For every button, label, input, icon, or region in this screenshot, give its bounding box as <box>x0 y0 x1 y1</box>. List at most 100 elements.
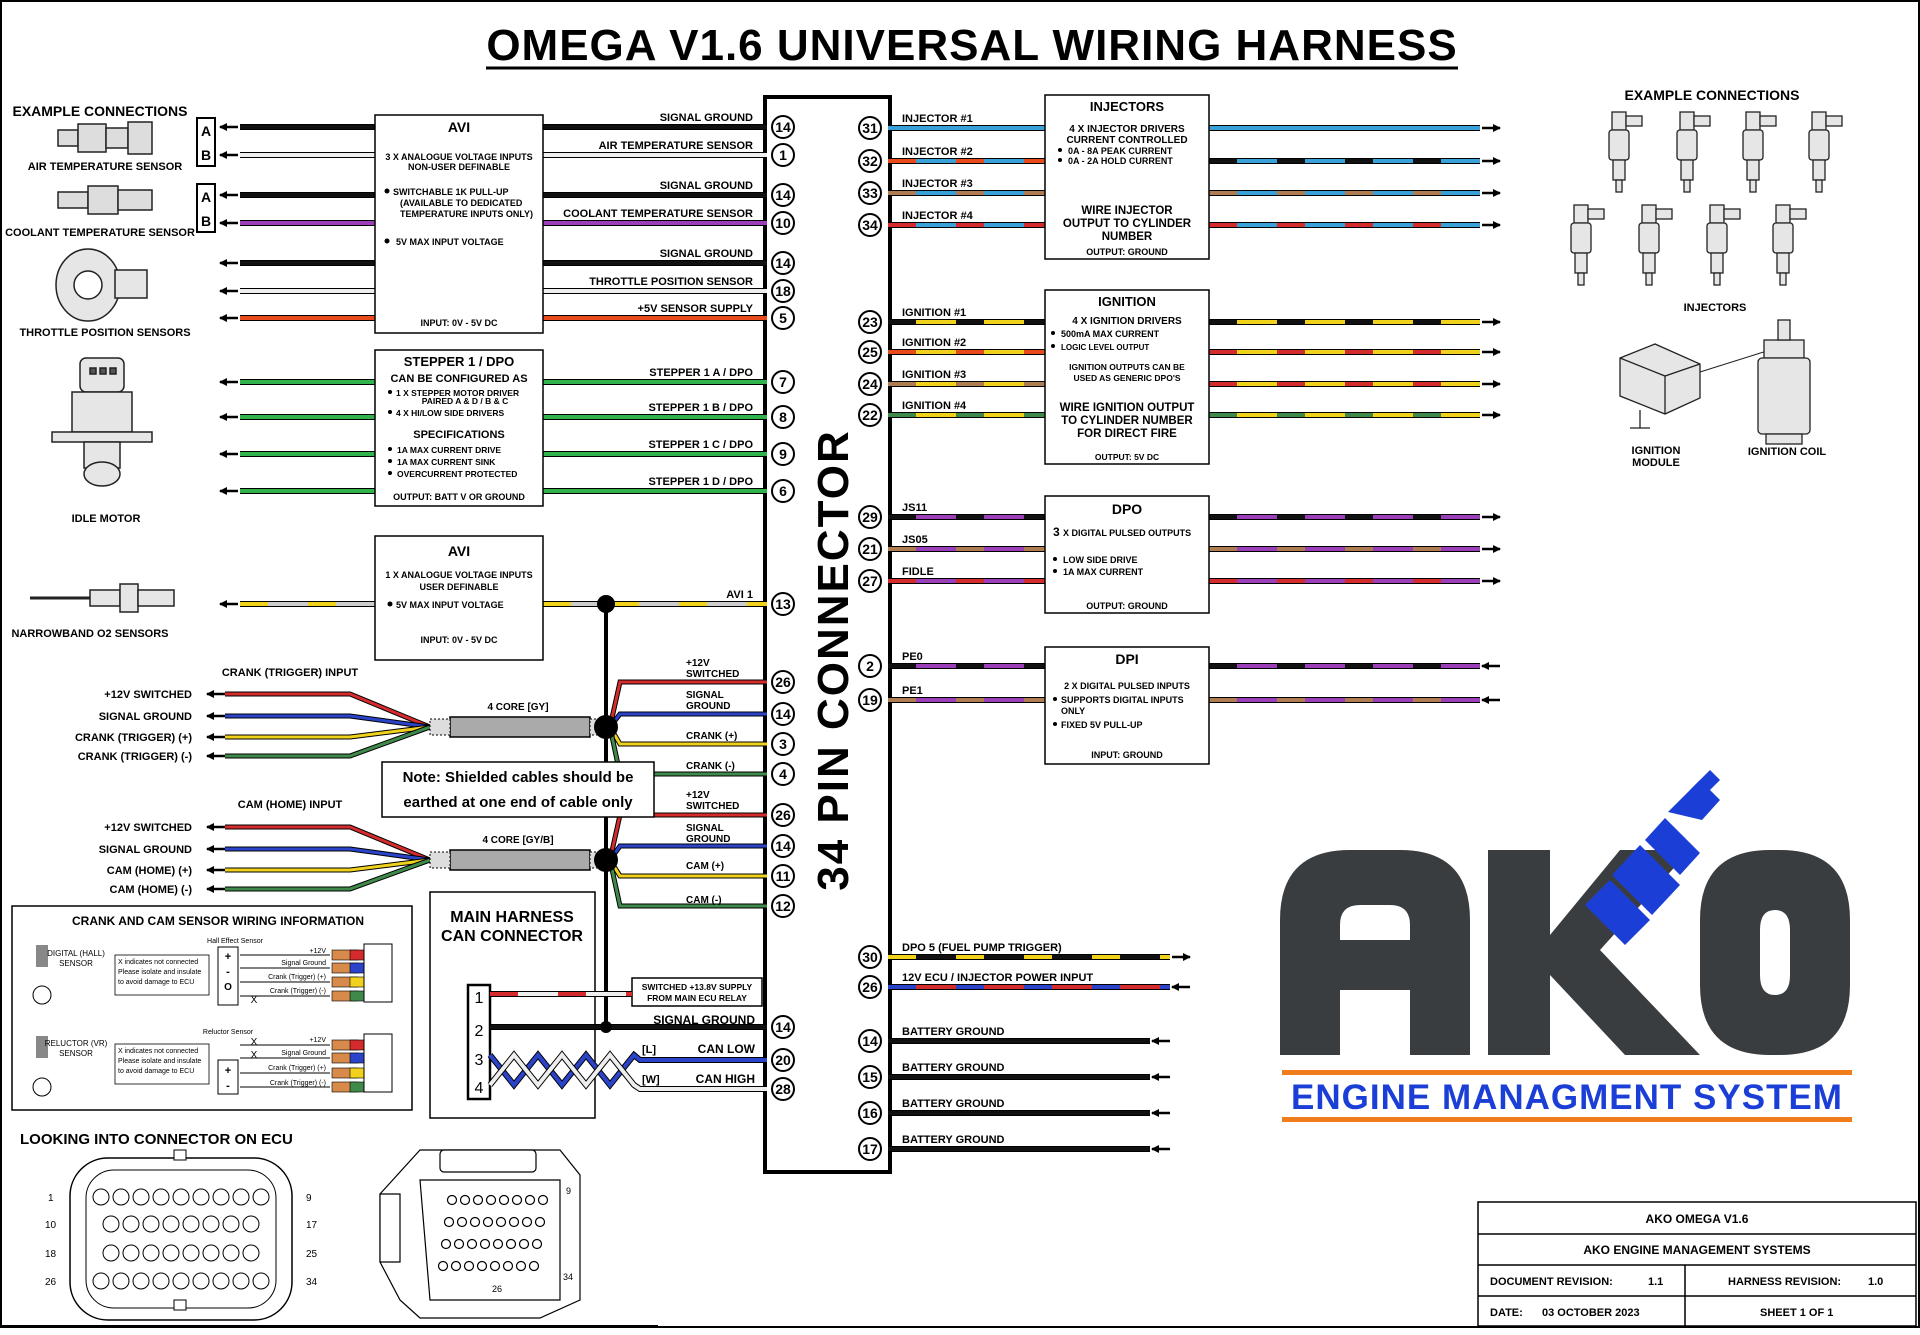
idle-label: IDLE MOTOR <box>72 513 141 525</box>
plug-hole-3-4 <box>489 1260 501 1272</box>
cam-rw-b-1 <box>607 843 767 862</box>
svg-text:DPO: DPO <box>1112 501 1142 517</box>
ecu-hole-2-0 <box>102 1244 120 1262</box>
air-temp-label: AIR TEMPERATURE SENSOR <box>28 161 182 173</box>
plug-hole-1-3 <box>482 1216 494 1228</box>
right-pin-label-18: BATTERY GROUND <box>902 1134 1005 1146</box>
o2-sensor-icon <box>30 583 175 613</box>
plug-hole-2-2 <box>466 1238 478 1250</box>
svg-text:19: 19 <box>862 692 878 708</box>
can-sg-node <box>600 1021 612 1033</box>
svg-text:INPUT: 0V - 5V DC: INPUT: 0V - 5V DC <box>420 318 498 328</box>
svg-text:FROM MAIN ECU RELAY: FROM MAIN ECU RELAY <box>647 993 747 1003</box>
svg-text:30: 30 <box>862 949 878 965</box>
svg-text:B: B <box>201 213 211 229</box>
page-title: OMEGA V1.6 UNIVERSAL WIRING HARNESS <box>486 21 1457 70</box>
info-wires-bot-sleeve-0 <box>349 1039 365 1051</box>
crank-l4: CRANK (TRIGGER) (-) <box>78 751 193 763</box>
plug-hole-1-1 <box>456 1216 468 1228</box>
cam-lw-3 <box>225 858 431 891</box>
svg-text:24: 24 <box>862 376 878 392</box>
avi-shield-node <box>597 595 615 613</box>
crank-heading: CRANK (TRIGGER) INPUT <box>222 667 359 679</box>
right-pin-6: 24 <box>858 372 882 396</box>
left-pin-11: 13 <box>771 592 795 616</box>
svg-text:Crank (Trigger) (+): Crank (Trigger) (+) <box>268 1065 326 1072</box>
svg-text:to avoid damage to ECU: to avoid damage to ECU <box>118 979 194 986</box>
svg-text:OUTPUT: GROUND: OUTPUT: GROUND <box>1086 247 1168 257</box>
plug-hole-0-3 <box>485 1194 497 1206</box>
right-pin-label-10: FIDLE <box>902 566 934 578</box>
svg-text:21: 21 <box>862 541 878 557</box>
svg-text:Signal Ground: Signal Ground <box>281 1050 326 1057</box>
ecu-hole-0-7 <box>232 1188 250 1206</box>
svg-text:OUTPUT TO CYLINDER: OUTPUT TO CYLINDER <box>1063 218 1192 230</box>
svg-text:500mA MAX CURRENT: 500mA MAX CURRENT <box>1061 329 1160 339</box>
plug-hole-1-4 <box>495 1216 507 1228</box>
left-pin-9: 9 <box>771 442 795 466</box>
svg-text:X: X <box>251 1050 258 1061</box>
coolant-temp-sensor-icon <box>57 185 153 215</box>
svg-text:2 X DIGITAL PULSED INPUTS: 2 X DIGITAL PULSED INPUTS <box>1064 681 1190 691</box>
svg-text:-: - <box>226 966 230 978</box>
right-pin-label-3: INJECTOR #4 <box>902 210 974 222</box>
stepper-box: STEPPER 1 / DPO CAN BE CONFIGURED AS 1 X… <box>374 349 544 507</box>
left-pin-label-1: AIR TEMPERATURE SENSOR <box>599 140 753 152</box>
svg-text:WIRE IGNITION OUTPUT: WIRE IGNITION OUTPUT <box>1060 402 1195 414</box>
svg-text:X indicates not connected: X indicates not connected <box>118 1048 198 1055</box>
ecu-n26: 26 <box>45 1277 57 1288</box>
svg-text:13: 13 <box>775 596 791 612</box>
svg-text:14: 14 <box>775 119 791 135</box>
left-pin-0: 14 <box>771 115 795 139</box>
cam-pin-1: 14 <box>771 834 795 858</box>
ecu-hole-0-2 <box>132 1188 150 1206</box>
ecu-n9: 9 <box>306 1193 312 1204</box>
plug-hole-3-2 <box>463 1260 475 1272</box>
plug-n34: 34 <box>563 1272 573 1282</box>
right-pin-17: 16 <box>858 1101 882 1125</box>
crank-pin-1: 14 <box>771 702 795 726</box>
svg-text:Please isolate and insulate: Please isolate and insulate <box>118 1058 201 1065</box>
left-pin-5: 18 <box>771 279 795 303</box>
left-pin-label-4: SIGNAL GROUND <box>660 248 753 260</box>
cam-braid-l <box>429 851 451 869</box>
svg-text:AVI: AVI <box>448 119 470 135</box>
svg-text:to avoid damage to ECU: to avoid damage to ECU <box>118 1068 194 1075</box>
ecu-n1: 1 <box>48 1193 54 1204</box>
right-pin-15: 14 <box>858 1029 882 1053</box>
left-pin-label-11: AVI 1 <box>726 589 753 601</box>
left-pin-4: 14 <box>771 251 795 275</box>
ecu-hole-2-5 <box>202 1244 220 1262</box>
ecu-view-title: LOOKING INTO CONNECTOR ON ECU <box>20 1131 293 1148</box>
right-pin-1: 32 <box>858 149 882 173</box>
injector-icon-3 <box>1808 111 1843 193</box>
left-pin-label-5: THROTTLE POSITION SENSOR <box>589 276 753 288</box>
ecu-hole-0-4 <box>172 1188 190 1206</box>
left-pin-label-3: COOLANT TEMPERATURE SENSOR <box>563 208 753 220</box>
svg-text:A: A <box>201 189 211 205</box>
title-block: AKO OMEGA V1.6 AKO ENGINE MANAGEMENT SYS… <box>1477 1201 1917 1327</box>
ecu-hole-1-3 <box>162 1215 180 1233</box>
svg-text:17: 17 <box>862 1141 878 1157</box>
ecu-hole-2-4 <box>182 1244 200 1262</box>
ecu-n17: 17 <box>306 1220 318 1231</box>
crank-lw-1 <box>225 714 431 729</box>
right-pin-4: 23 <box>858 310 882 334</box>
crank-p3: CRANK (+) <box>686 731 737 742</box>
ecu-hole-3-8 <box>252 1272 270 1290</box>
avi-box-1: AVI 3 X ANALOGUE VOLTAGE INPUTS NON-USER… <box>374 114 544 334</box>
svg-text:14: 14 <box>775 1019 791 1035</box>
svg-text:X: X <box>251 1037 258 1048</box>
ako-logo: ENGINE MANAGMENT SYSTEM <box>1280 770 1852 1122</box>
svg-text:ENGINE MANAGMENT SYSTEM: ENGINE MANAGMENT SYSTEM <box>1291 1078 1843 1117</box>
ab-marker-air: A B <box>196 117 216 167</box>
left-pin-label-7: STEPPER 1 A / DPO <box>649 367 753 379</box>
right-pin-11: 2 <box>858 654 882 678</box>
svg-text:Crank (Trigger) (+): Crank (Trigger) (+) <box>268 974 326 981</box>
right-pin-9: 21 <box>858 537 882 561</box>
svg-text:1: 1 <box>779 147 787 163</box>
svg-text:AKO ENGINE MANAGEMENT SYSTEMS: AKO ENGINE MANAGEMENT SYSTEMS <box>1583 1243 1810 1257</box>
connector-title: 34 PIN CONNECTOR <box>809 429 858 891</box>
left-pin-label-6: +5V SENSOR SUPPLY <box>638 303 754 315</box>
cam-cable <box>449 849 591 871</box>
